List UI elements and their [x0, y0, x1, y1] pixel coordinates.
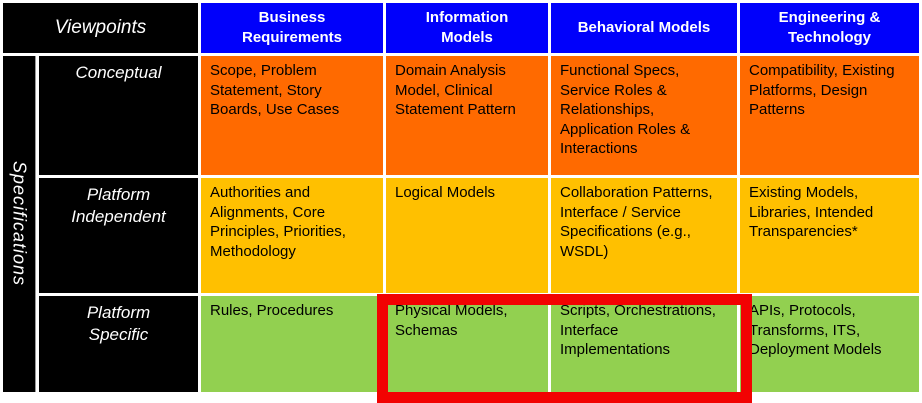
cell-conceptual-information: Domain Analysis Model, Clinical Statemen…	[386, 56, 548, 175]
cell-conceptual-behavioral: Functional Specs, Service Roles & Relati…	[551, 56, 737, 175]
cell-platform-independent-business: Authorities and Alignments, Core Princip…	[201, 178, 383, 293]
matrix-grid: Viewpoints Business Requirements Informa…	[3, 3, 919, 392]
column-header-behavioral-models: Behavioral Models	[551, 3, 737, 53]
cell-platform-specific-engineering: APIs, Protocols, Transforms, ITS, Deploy…	[740, 296, 919, 392]
cell-platform-specific-business: Rules, Procedures	[201, 296, 383, 392]
cell-platform-independent-information: Logical Models	[386, 178, 548, 293]
specifications-vertical-label: Specifications	[9, 161, 30, 287]
row-label-platform-specific: Platform Specific	[39, 296, 198, 392]
cell-platform-specific-information: Physical Models, Schemas	[386, 296, 548, 392]
cell-platform-independent-engineering: Existing Models, Libraries, Intended Tra…	[740, 178, 919, 293]
cell-platform-independent-behavioral: Collaboration Patterns, Interface / Serv…	[551, 178, 737, 293]
row-label-platform-independent: Platform Independent	[39, 178, 198, 293]
row-label-conceptual: Conceptual	[39, 56, 198, 175]
column-header-engineering-technology: Engineering & Technology	[740, 3, 919, 53]
specifications-side-band: Specifications	[3, 56, 36, 392]
cell-conceptual-engineering: Compatibility, Existing Platforms, Desig…	[740, 56, 919, 175]
column-header-information-models: Information Models	[386, 3, 548, 53]
column-header-business-requirements: Business Requirements	[201, 3, 383, 53]
viewpoints-label: Viewpoints	[54, 17, 147, 38]
cell-conceptual-business: Scope, Problem Statement, Story Boards, …	[201, 56, 383, 175]
cell-platform-specific-behavioral: Scripts, Orchestrations, Interface Imple…	[551, 296, 737, 392]
viewpoints-corner-header: Viewpoints	[3, 3, 198, 53]
